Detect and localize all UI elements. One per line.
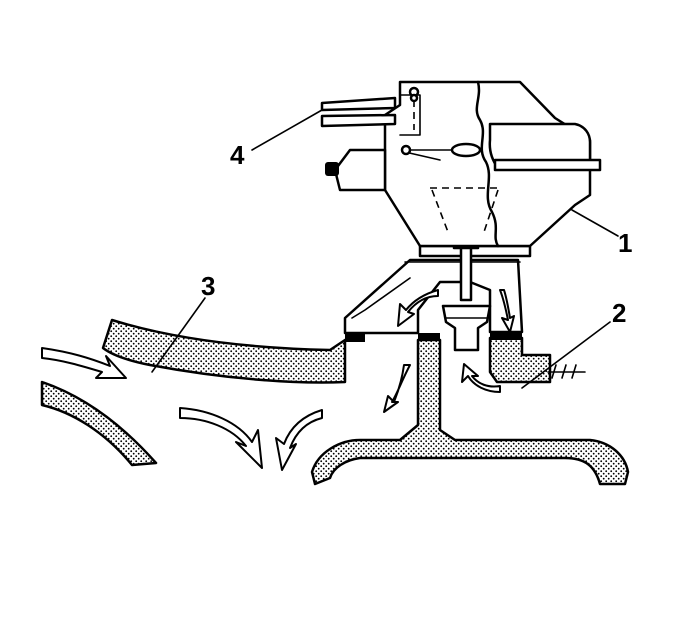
flow-arrow-lower-right bbox=[461, 363, 501, 393]
left-base-gasket bbox=[345, 333, 365, 342]
leader-line-1 bbox=[571, 209, 619, 237]
ground-hatch bbox=[547, 364, 586, 379]
flow-arrow-lower-center-2 bbox=[275, 409, 323, 471]
stem-top-cap bbox=[450, 142, 482, 158]
intake-manifold-wall bbox=[101, 318, 347, 384]
linkage-pivot bbox=[400, 144, 412, 156]
exhaust-casting bbox=[310, 338, 630, 486]
callout-1: 1 bbox=[618, 228, 632, 258]
connector-lines-lower bbox=[320, 113, 397, 128]
right-base-gasket bbox=[490, 332, 522, 340]
leader-line-3 bbox=[151, 297, 206, 373]
right-base-flange bbox=[488, 336, 552, 384]
internal-diaphragm-dashed bbox=[430, 187, 500, 233]
center-base-gasket bbox=[418, 333, 440, 341]
flow-arrow-upper-left bbox=[41, 347, 127, 379]
connector-tip bbox=[325, 162, 339, 176]
sensor-port-lower bbox=[409, 93, 419, 103]
valve-pintle bbox=[441, 304, 492, 352]
valve-lower-housing bbox=[343, 258, 524, 335]
diaphragm-rim bbox=[493, 158, 602, 172]
connector-body bbox=[333, 148, 387, 192]
flow-arrow-inner-right bbox=[499, 289, 515, 333]
outer-manifold-wall bbox=[40, 380, 158, 467]
flow-arrow-lower-center-1 bbox=[179, 407, 263, 469]
callout-4: 4 bbox=[230, 140, 245, 170]
connector-lines bbox=[320, 96, 397, 112]
leader-line-4 bbox=[251, 109, 323, 151]
flow-arrow-vertical-left bbox=[383, 364, 411, 413]
flow-arrow-inner-swirl bbox=[397, 289, 439, 327]
callout-2: 2 bbox=[612, 298, 626, 328]
callout-3: 3 bbox=[201, 271, 215, 301]
leader-line-2 bbox=[521, 321, 611, 389]
cutaway-break bbox=[475, 80, 500, 248]
